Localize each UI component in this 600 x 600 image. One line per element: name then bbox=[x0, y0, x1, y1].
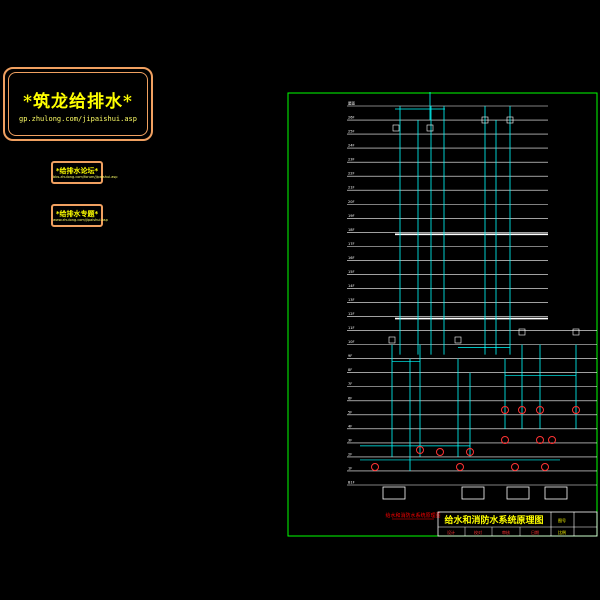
valve-symbol bbox=[548, 436, 556, 444]
title-cell-2: 比例 bbox=[558, 529, 566, 535]
floor-label: 11F bbox=[348, 326, 354, 330]
floor-lines: 屋面 26F 25F 24F 23F 22F 21F 20F 19F 18F 17F 16F 15F 14… bbox=[347, 101, 597, 486]
valve-symbol bbox=[536, 406, 544, 414]
valve-symbol bbox=[501, 406, 509, 414]
floor-label: 2F bbox=[348, 452, 352, 456]
valve-symbol bbox=[436, 448, 444, 456]
floor-label: 17F bbox=[348, 242, 354, 246]
floor-label: 1F bbox=[348, 466, 352, 470]
floor-label: 16F bbox=[348, 256, 354, 260]
floor-label: 26F bbox=[348, 116, 354, 120]
topic-link-url: www.zhulong.com/jipaishui.asp bbox=[53, 218, 108, 222]
pump-box bbox=[544, 486, 568, 500]
pump-box bbox=[382, 486, 406, 500]
fitting-symbol bbox=[518, 328, 526, 336]
fitting-symbol bbox=[481, 116, 489, 124]
valve-symbol bbox=[541, 463, 549, 471]
fitting-symbol bbox=[506, 116, 514, 124]
fitting-symbol bbox=[454, 336, 462, 344]
title-cell-5: 校对 bbox=[474, 529, 482, 535]
floor-label: 15F bbox=[348, 270, 354, 274]
valve-symbol bbox=[572, 406, 580, 414]
title-cell-0: 图号 bbox=[558, 517, 566, 523]
valve-symbol bbox=[536, 436, 544, 444]
pipe-network bbox=[360, 92, 577, 471]
forum-link-label: *给排水论坛* bbox=[55, 167, 99, 175]
drawing-title: 给水和消防水系统原理图 bbox=[444, 514, 543, 526]
floor-label: 21F bbox=[348, 186, 354, 190]
floor-label: B1F bbox=[348, 481, 355, 485]
forum-link-url: bbs.zhulong.com/forum/jipaishui.asp bbox=[53, 175, 118, 179]
fitting-symbol bbox=[426, 124, 434, 132]
red-caption: 给水和消防水系统原理图 bbox=[385, 512, 440, 519]
floor-label: 10F bbox=[348, 340, 354, 344]
floor-label: 24F bbox=[348, 144, 354, 148]
title-cell-7: 日期 bbox=[531, 529, 539, 535]
floor-label: 7F bbox=[348, 382, 352, 386]
equipment-group bbox=[371, 116, 580, 500]
fitting-symbol bbox=[388, 336, 396, 344]
floor-label: 9F bbox=[348, 354, 352, 358]
floor-label: 14F bbox=[348, 284, 354, 288]
floor-label: 屋面 bbox=[348, 101, 356, 106]
valve-symbol bbox=[371, 463, 379, 471]
floor-label: 19F bbox=[348, 214, 354, 218]
floor-label: 23F bbox=[348, 158, 354, 162]
floor-label: 20F bbox=[348, 200, 354, 204]
valve-symbol bbox=[416, 446, 424, 454]
floor-label: 12F bbox=[348, 312, 354, 316]
floor-label: 25F bbox=[348, 130, 354, 134]
logo-inner-frame bbox=[8, 72, 148, 136]
floor-label: 13F bbox=[348, 298, 354, 302]
valve-symbol bbox=[511, 463, 519, 471]
logo-url: gp.zhulong.com/jipaishui.asp bbox=[18, 115, 137, 123]
pump-box bbox=[461, 486, 485, 500]
floor-label: 3F bbox=[348, 438, 352, 442]
drawing-frame bbox=[287, 92, 598, 537]
fitting-symbol bbox=[572, 328, 580, 336]
valve-symbol bbox=[466, 448, 474, 456]
title-cell-6: 审核 bbox=[502, 529, 510, 535]
topic-link-button[interactable]: *给排水专题* www.zhulong.com/jipaishui.asp bbox=[51, 204, 108, 227]
valve-symbol bbox=[518, 406, 526, 414]
valve-symbol bbox=[456, 463, 464, 471]
topic-link-label: *给排水专题* bbox=[55, 210, 99, 218]
zhulong-logo-box[interactable]: *筑龙给排水* gp.zhulong.com/jipaishui.asp bbox=[3, 67, 153, 141]
title-block: 给水和消防水系统原理图 图号 比例 设计 校对 审核 日期 bbox=[437, 511, 598, 537]
title-cell-4: 设计 bbox=[447, 529, 455, 535]
floor-label: 6F bbox=[348, 396, 352, 400]
logo-title: *筑龙给排水* bbox=[23, 92, 133, 112]
fitting-symbol bbox=[392, 124, 400, 132]
valve-symbol bbox=[501, 436, 509, 444]
floor-label: 8F bbox=[348, 368, 352, 372]
floor-label: 18F bbox=[348, 228, 354, 232]
floor-label: 4F bbox=[348, 424, 352, 428]
forum-link-button[interactable]: *给排水论坛* bbs.zhulong.com/forum/jipaishui.… bbox=[51, 161, 118, 184]
floor-label: 22F bbox=[348, 172, 354, 176]
pump-box bbox=[506, 486, 530, 500]
floor-label: 5F bbox=[348, 410, 352, 414]
